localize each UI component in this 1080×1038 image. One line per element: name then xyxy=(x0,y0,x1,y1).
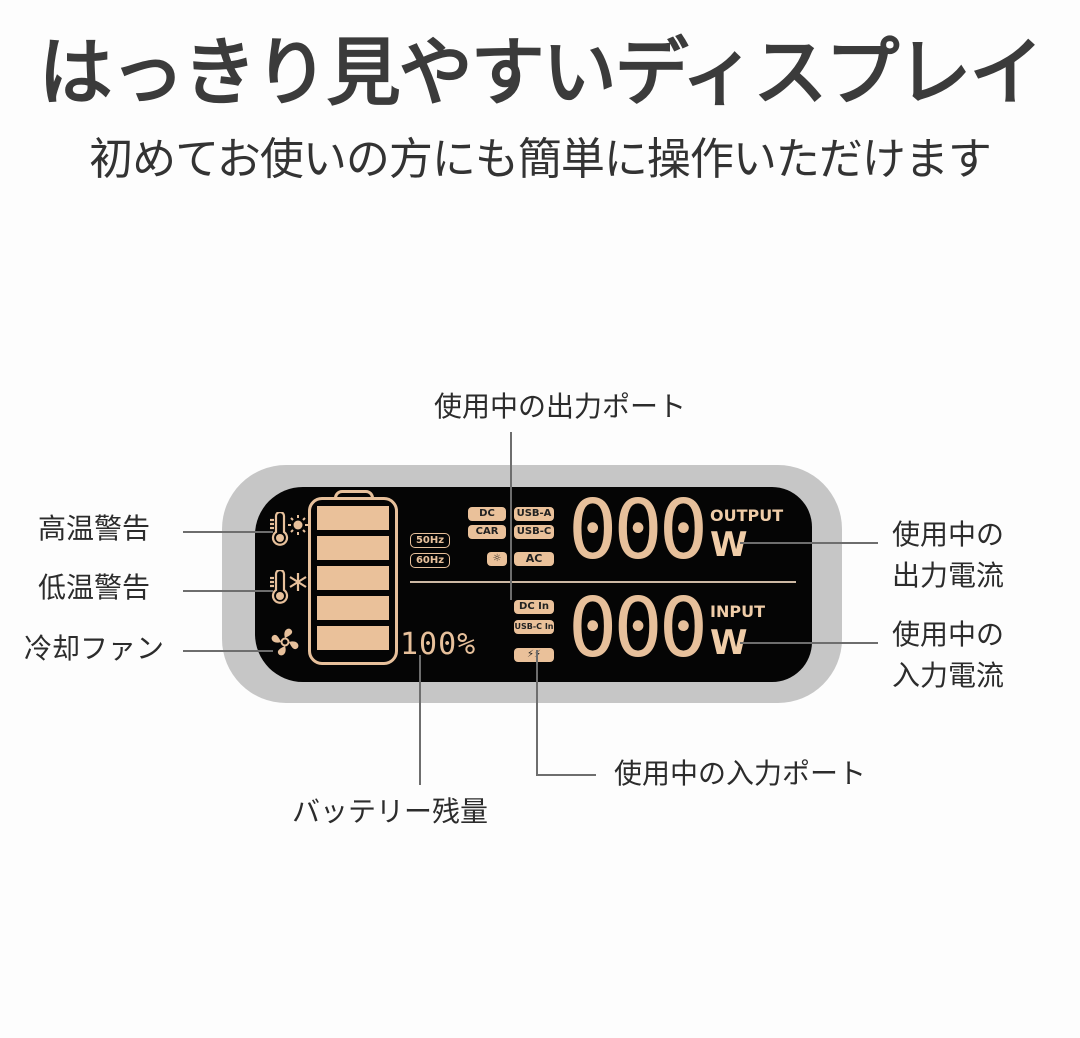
input-label: INPUT xyxy=(710,602,765,621)
freq-60hz: 60Hz xyxy=(410,553,450,568)
port-car: CAR xyxy=(468,525,506,539)
input-watts-value: 000 xyxy=(568,581,708,676)
page-subtitle: 初めてお使いの方にも簡単に操作いただけます xyxy=(89,134,992,185)
battery-bar xyxy=(317,566,389,590)
output-unit: W xyxy=(710,525,748,565)
low-temp-icon xyxy=(270,570,307,604)
port-dc: DC xyxy=(468,507,506,521)
page-title: はっきり見やすいディスプレイ xyxy=(38,30,1044,116)
leader-input-port-v xyxy=(536,650,538,775)
leader-input-current xyxy=(740,642,878,644)
port-usb-c: USB-C xyxy=(514,525,554,539)
leader-low-temp xyxy=(183,590,273,592)
battery-bar xyxy=(317,536,389,560)
callout-high-temp: 高温警告 xyxy=(38,512,151,545)
battery-bar xyxy=(317,506,389,530)
leader-output-port xyxy=(510,432,512,600)
battery-bar xyxy=(317,596,389,620)
light-icon: ☼ xyxy=(487,552,507,566)
battery-bar xyxy=(317,626,389,650)
leader-cooling-fan xyxy=(183,650,273,652)
battery-cap xyxy=(334,490,374,500)
port-ac: AC xyxy=(514,552,554,566)
battery-gauge xyxy=(308,497,398,665)
output-label: OUTPUT xyxy=(710,506,784,525)
callout-input-port: 使用中の入力ポート xyxy=(614,757,867,790)
callout-low-temp: 低温警告 xyxy=(38,571,151,604)
callout-input-current-2: 入力電流 xyxy=(892,659,1005,692)
callout-output-current-1: 使用中の xyxy=(892,518,1005,551)
battery-percent: 100% xyxy=(400,627,477,662)
callout-output-current-2: 出力電流 xyxy=(892,559,1005,592)
port-dc-in: DC In xyxy=(514,600,554,614)
cooling-fan-icon xyxy=(271,628,299,656)
port-usb-a: USB-A xyxy=(514,507,554,521)
charging-icon: ⚡⚡ xyxy=(514,648,554,662)
leader-battery-level xyxy=(419,655,421,785)
leader-input-port-h xyxy=(536,774,596,776)
display-divider xyxy=(410,581,796,583)
callout-input-current-1: 使用中の xyxy=(892,618,1005,651)
freq-50hz: 50Hz xyxy=(410,533,450,548)
output-watts-value: 000 xyxy=(568,483,708,578)
callout-output-port: 使用中の出力ポート xyxy=(434,390,687,423)
leader-high-temp xyxy=(183,531,273,533)
leader-output-current xyxy=(740,542,878,544)
port-usb-c-in: USB-C In xyxy=(514,620,554,634)
callout-cooling-fan: 冷却ファン xyxy=(24,632,165,665)
high-temp-icon xyxy=(270,512,308,546)
callout-battery-level: バッテリー残量 xyxy=(292,795,489,828)
